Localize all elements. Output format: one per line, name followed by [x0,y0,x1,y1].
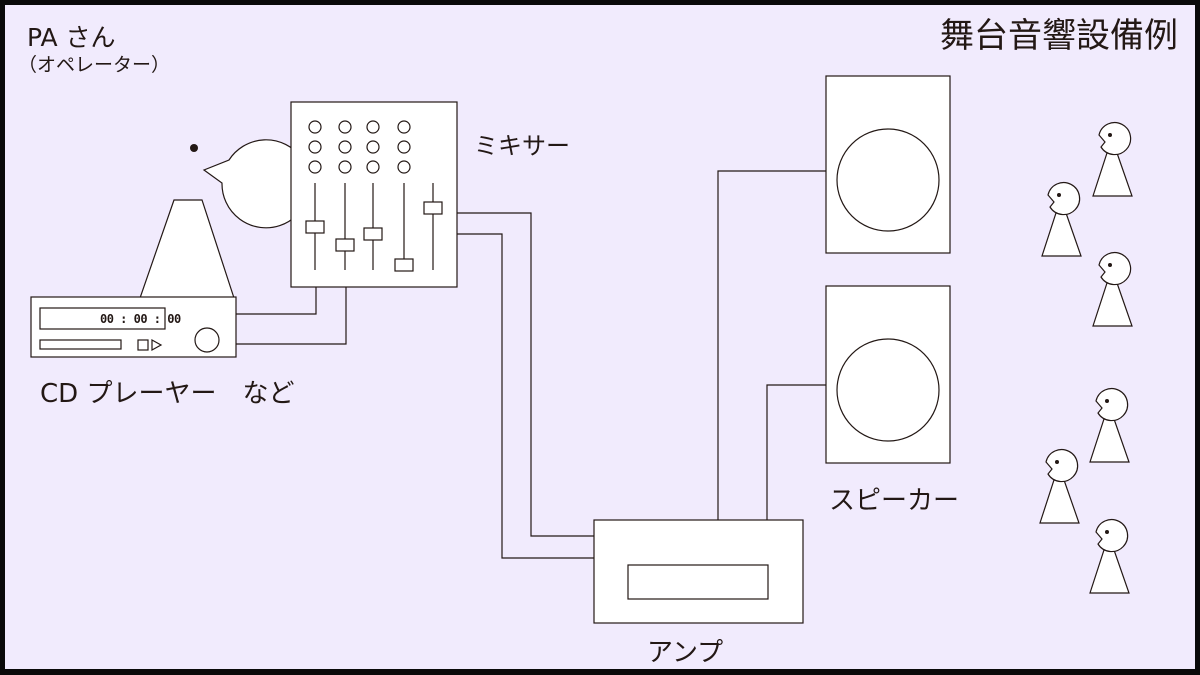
mixer-knob[interactable] [308,160,322,174]
audience-body [1089,549,1130,594]
audience-body [1092,282,1133,327]
audience-body [1089,418,1130,463]
speaker-bottom [825,285,951,464]
mixer-knob[interactable] [308,140,322,154]
audience-eye [1108,133,1112,137]
mixer-knob[interactable] [366,120,380,134]
operator-label: PA さん [27,23,116,52]
speaker-top [825,75,951,254]
mixer-knob[interactable] [366,160,380,174]
play-icon[interactable] [151,338,163,352]
fader-handle[interactable] [363,227,383,241]
amplifier-label: アンプ [647,638,724,668]
audience-eye [1057,193,1061,197]
audience-head [1098,122,1132,156]
cd-tray [39,339,122,350]
audience-head [1095,519,1129,553]
audience-head [1047,182,1081,216]
wire-mixer-amp-2 [457,233,594,559]
audience-body [1041,212,1082,257]
audience-eye [1105,399,1109,403]
diagram-title: 舞台音響設備例 [940,16,1178,56]
audience-member [1089,388,1130,463]
amplifier-panel [627,564,769,600]
operator-figure [139,139,311,299]
speaker-top-cone [836,128,940,232]
speaker-bottom-cone [836,338,940,442]
audience-eye [1105,530,1109,534]
audience-member [1039,449,1080,524]
cd-time-readout: 00 : 00 : 00 [100,312,181,326]
audience-head [1098,252,1132,286]
fader-handle[interactable] [423,201,443,215]
audience-member [1092,122,1133,197]
cd-player [30,296,237,358]
audience-body [1039,479,1080,524]
mixer-knob[interactable] [338,160,352,174]
wire-cd-mixer-2 [236,287,347,345]
operator-body [139,199,235,299]
speaker-label: スピーカー [829,486,960,516]
mixer-label: ミキサー [474,132,570,160]
mixer-knob[interactable] [397,140,411,154]
mixer-knob[interactable] [338,140,352,154]
mixer-knob[interactable] [397,160,411,174]
audience-member [1041,182,1082,257]
fader-handle[interactable] [335,238,355,252]
volume-knob[interactable] [194,327,220,353]
mixer-knob[interactable] [397,120,411,134]
wire-amp-speaker-2 [766,384,826,520]
audience-member [1089,519,1130,594]
cd-player-label: CD プレーヤー など [40,379,295,409]
operator-eye [190,144,198,152]
wire-amp-speaker-1 [717,170,826,520]
wire-cd-mixer-1 [236,287,317,315]
fader-handle[interactable] [305,220,325,234]
operator-sublabel: （オペレーター） [18,54,171,76]
mixer [290,101,458,288]
stop-icon[interactable] [137,339,149,351]
audience-eye [1055,460,1059,464]
mixer-knob[interactable] [338,120,352,134]
audience-member [1092,252,1133,327]
fader-handle[interactable] [394,258,414,272]
mixer-knob[interactable] [308,120,322,134]
audience-head [1045,449,1079,483]
audience-eye [1108,263,1112,267]
amplifier [593,519,804,624]
mixer-knob[interactable] [366,140,380,154]
wire-mixer-amp-1 [457,212,594,537]
audience-head [1095,388,1129,422]
audience-body [1092,152,1133,197]
cd-time-display [39,307,166,330]
